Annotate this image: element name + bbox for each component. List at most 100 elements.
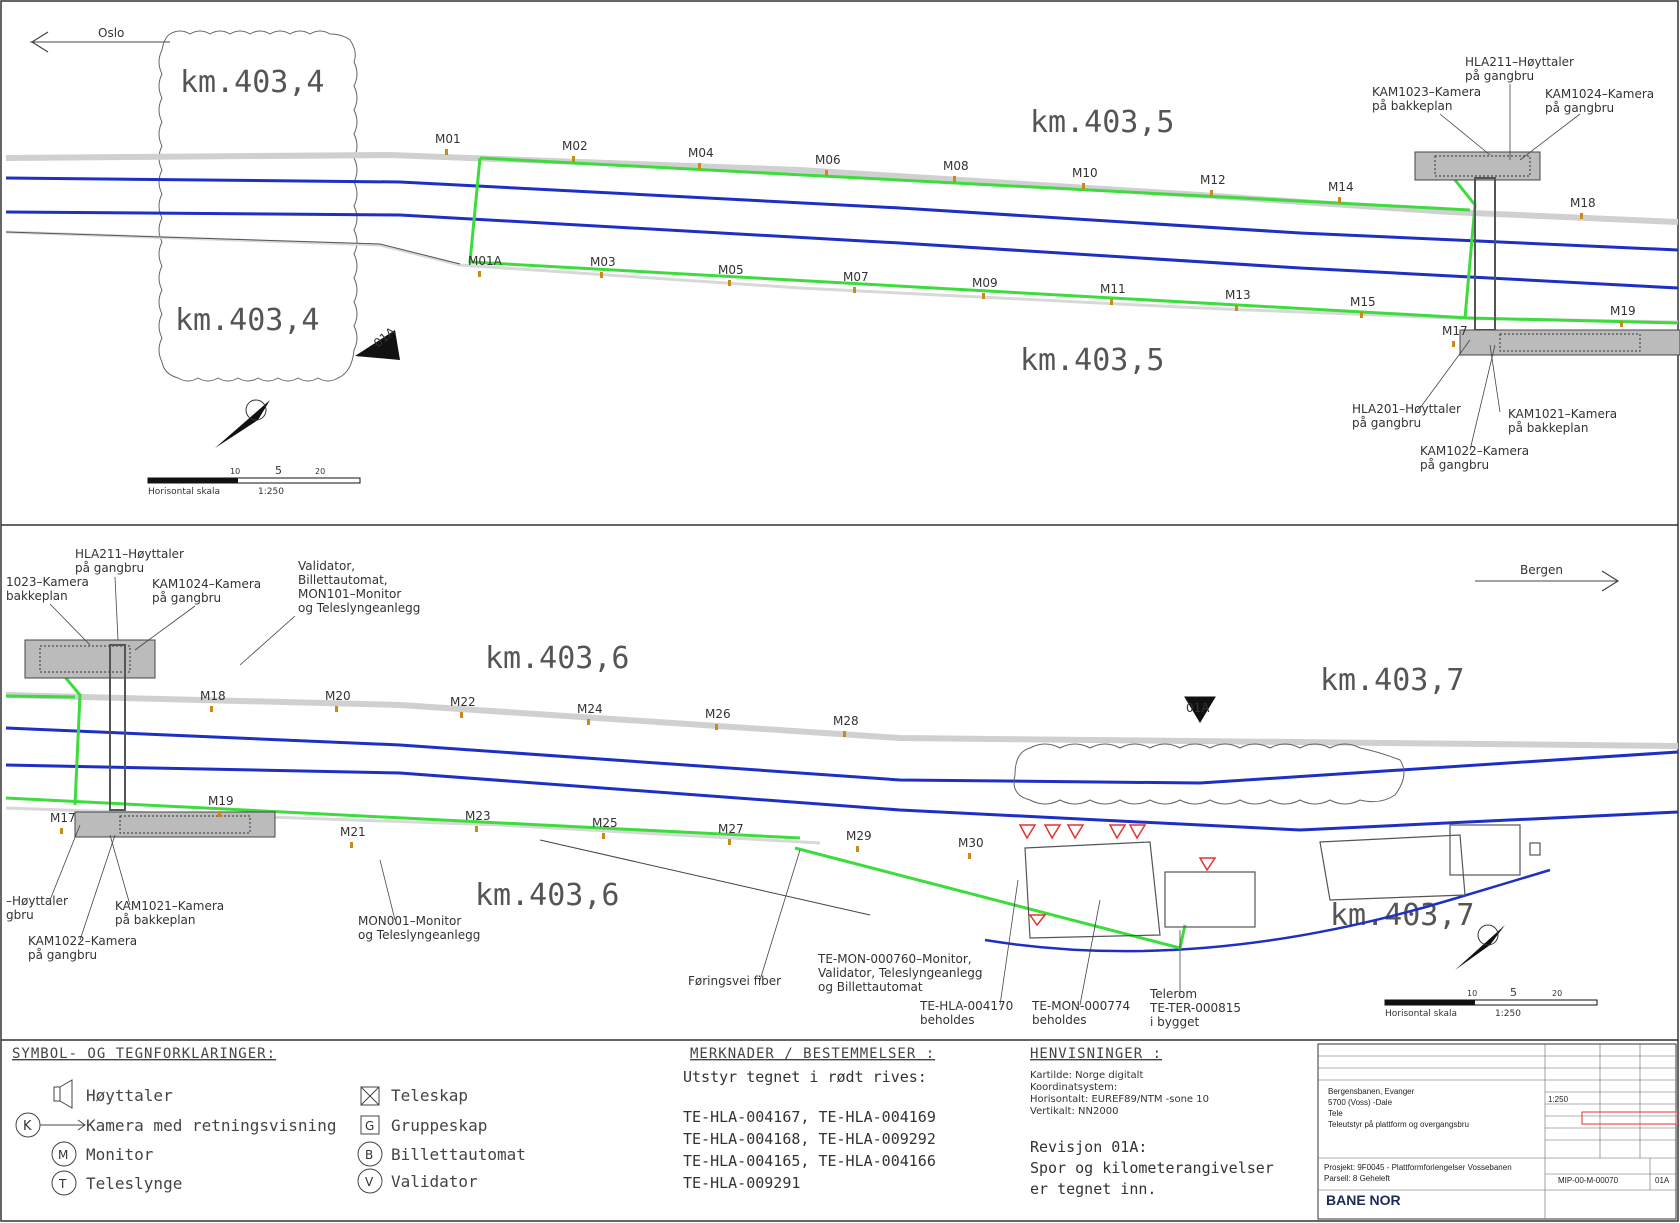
monitor-label: M15	[1350, 295, 1376, 309]
platform-edge	[5, 151, 1679, 225]
teleskap-icon	[360, 1086, 380, 1106]
svg-text:5: 5	[275, 464, 282, 477]
monitor-label: M12	[1200, 173, 1226, 187]
direction-oslo: Oslo	[30, 26, 170, 53]
callout-hla201: HLA201–Høyttaler	[1352, 402, 1461, 416]
gruppeskap-icon: G	[360, 1115, 380, 1135]
monitor-mark	[335, 706, 338, 712]
monitor-label: M20	[325, 689, 351, 703]
top-panel: Oslo km.403,4 km.403,4 km.403,5 km.403,5	[5, 26, 1680, 497]
callout-kam1021: KAM1021–Kamera	[1508, 407, 1617, 421]
legend: SYMBOL- OG TEGNFORKLARINGER: Høyttaler K…	[12, 1046, 526, 1196]
svg-text:Horisontal skala: Horisontal skala	[148, 487, 220, 497]
monitor-mark	[600, 272, 603, 278]
monitor-label: M06	[815, 153, 841, 167]
monitor-label: M23	[465, 809, 491, 823]
callout-kam1024-sub: på gangbru	[1545, 101, 1614, 115]
callout-telerom: Telerom	[1149, 987, 1197, 1001]
track	[5, 763, 1679, 832]
svg-text:K: K	[23, 1119, 32, 1134]
section-tag: 01A	[1184, 696, 1216, 723]
svg-text:G: G	[365, 1119, 374, 1133]
km-label: km.403,7	[1330, 898, 1475, 933]
svg-text:MIP-00-M-00070: MIP-00-M-00070	[1558, 1176, 1619, 1185]
callout-kam1024: KAM1024–Kamera	[1545, 87, 1654, 101]
monitor-mark	[982, 293, 985, 299]
monitor-label: M01A	[468, 254, 503, 268]
callout-kam1021-sub: på bakkeplan	[115, 913, 196, 927]
monitor-label: M29	[846, 829, 872, 843]
callout-kam1023: 1023–Kamera	[6, 575, 89, 589]
monitor-mark	[445, 149, 448, 155]
monitor-label: M11	[1100, 282, 1126, 296]
callout-te-hla-4170: TE-HLA-004170	[919, 999, 1013, 1013]
callout-kam1023-sub: bakkeplan	[6, 589, 68, 603]
monitor-label: M08	[943, 159, 969, 173]
legend-label: Billettautomat	[391, 1145, 526, 1164]
monitor-label: M10	[1072, 166, 1098, 180]
callout-kam1022-sub: på gangbru	[28, 948, 97, 962]
monitor-label: M02	[562, 139, 588, 153]
monitor-label: M01	[435, 132, 461, 146]
direction-label-oslo: Oslo	[98, 26, 124, 40]
svg-text:01A: 01A	[1655, 1176, 1670, 1185]
callout-kam1022: KAM1022–Kamera	[1420, 444, 1529, 458]
monitor-mark	[856, 846, 859, 852]
monitor-mark	[475, 826, 478, 832]
svg-text:5: 5	[1510, 986, 1517, 999]
monitor-mark	[968, 853, 971, 859]
monitor-label: M27	[718, 822, 744, 836]
svg-text:5700 (Voss) -Dale: 5700 (Voss) -Dale	[1328, 1098, 1393, 1107]
legend-title: SYMBOL- OG TEGNFORKLARINGER:	[12, 1046, 276, 1062]
monitor-mark	[825, 170, 828, 176]
callout-te-mon-760: TE-MON-000760–Monitor,	[817, 952, 972, 966]
monitor-label: M24	[577, 702, 603, 716]
callout-kam1023-sub: på bakkeplan	[1372, 99, 1453, 113]
camera-icon: K	[15, 1112, 86, 1138]
km-label: km.403,6	[475, 878, 620, 913]
monitor-label: M17	[50, 811, 76, 825]
svg-text:20: 20	[1552, 989, 1562, 998]
svg-text:Bergensbanen, Evanger: Bergensbanen, Evanger	[1328, 1087, 1415, 1096]
callout-telerom-3: i bygget	[1150, 1015, 1199, 1029]
revision-cloud	[158, 30, 358, 382]
monitor-mark	[218, 811, 221, 817]
monitor-label: M21	[340, 825, 366, 839]
validator-icon: V	[357, 1168, 383, 1194]
track	[5, 726, 1679, 785]
svg-text:Horisontal skala: Horisontal skala	[1385, 1009, 1457, 1019]
monitor-label: M25	[592, 816, 618, 830]
monitor-label: M19	[1610, 304, 1636, 318]
svg-text:Teleutstyr på plattform og ove: Teleutstyr på plattform og overgangsbru	[1328, 1120, 1469, 1129]
svg-text:Tele: Tele	[1328, 1109, 1343, 1118]
svg-text:V: V	[365, 1175, 374, 1189]
north-arrow	[215, 399, 270, 448]
callout-validator-4: og Teleslyngeanlegg	[298, 601, 420, 615]
direction-bergen: Bergen	[1475, 563, 1620, 592]
monitor-label: M30	[958, 836, 984, 850]
callout-te-mon-760-3: og Billettautomat	[818, 980, 923, 994]
remarks-title: MERKNADER / BESTEMMELSER :	[690, 1046, 935, 1062]
km-label: km.403,4	[180, 65, 325, 100]
km-label: km.403,6	[485, 641, 630, 676]
revision-text: Revisjon 01A:	[1030, 1138, 1147, 1156]
speaker-icon	[53, 1079, 73, 1109]
billettautomat-icon: B	[357, 1141, 383, 1167]
callout-validator-3: MON101–Monitor	[298, 587, 401, 601]
monitor-label: M04	[688, 146, 714, 160]
callout-hla211-sub: på gangbru	[75, 561, 144, 575]
company-logo: BANE NOR	[1326, 1192, 1401, 1208]
monitor-label: M22	[450, 695, 476, 709]
monitor-label: M19	[208, 794, 234, 808]
monitor-label: M28	[833, 714, 859, 728]
monitor-mark	[1338, 197, 1341, 203]
km-label: km.403,4	[175, 303, 320, 338]
monitor-mark	[60, 828, 63, 834]
removed-equipment	[1018, 824, 1217, 927]
monitor-mark	[1452, 341, 1455, 347]
platform-edge	[5, 692, 1679, 749]
svg-text:Koordinatsystem:: Koordinatsystem:	[1030, 1082, 1117, 1093]
svg-text:Horisontalt: EUREF89/NTM -sone: Horisontalt: EUREF89/NTM -sone 10	[1030, 1094, 1209, 1105]
